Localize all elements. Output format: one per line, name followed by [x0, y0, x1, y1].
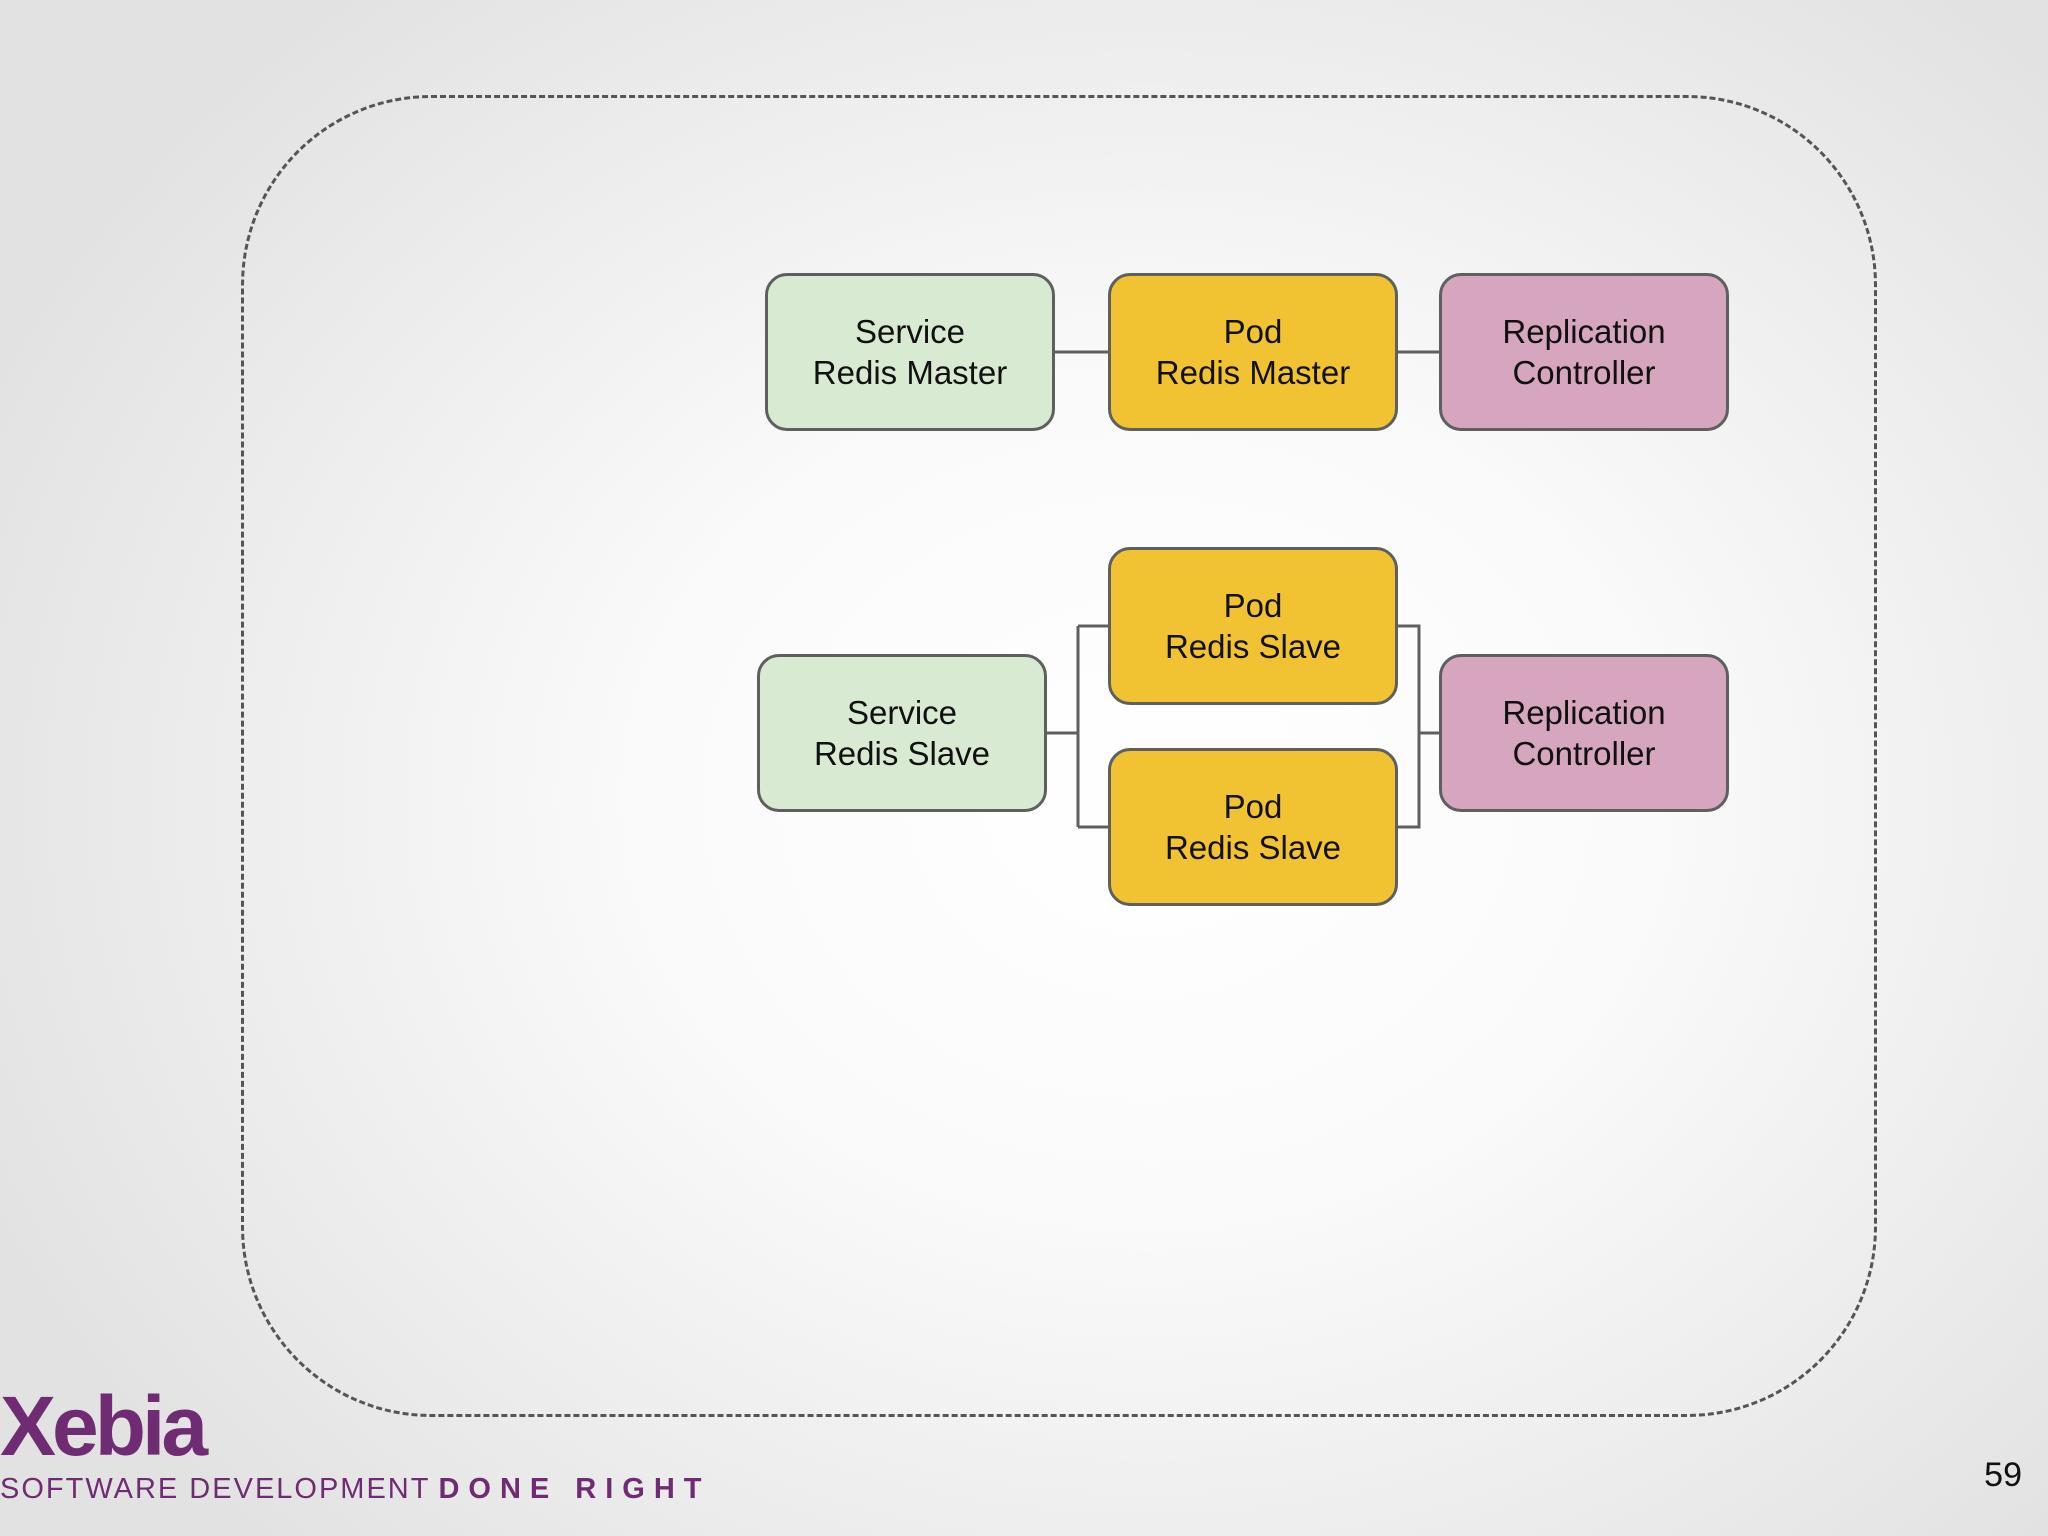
connector-pods-to-rc-slave: [1398, 624, 1439, 829]
node-label-line2: Redis Master: [812, 354, 1008, 391]
xebia-logo-mark: Xebia: [0, 1383, 213, 1465]
node-label-line2: Controller: [1512, 735, 1656, 772]
node-label-line2: Redis Slave: [1164, 829, 1342, 866]
page-number: 59: [1984, 1456, 2022, 1494]
tagline-bold: DONE RIGHT: [438, 1473, 711, 1505]
service-redis-master: Service Redis Master: [765, 273, 1055, 431]
pod-redis-slave-2: Pod Redis Slave: [1108, 748, 1398, 906]
node-label-line1: Replication: [1502, 313, 1666, 350]
node-label-line2: Redis Slave: [1164, 628, 1342, 665]
xebia-logo: Xebia: [0, 1383, 240, 1465]
node-label-line1: Pod: [1223, 313, 1283, 350]
node-label-line1: Pod: [1223, 788, 1283, 825]
tagline-regular: SOFTWARE DEVELOPMENT: [0, 1473, 431, 1505]
node-label-line2: Redis Master: [1155, 354, 1351, 391]
node-label-line1: Replication: [1502, 694, 1666, 731]
replication-controller-slave: Replication Controller: [1439, 654, 1729, 812]
replication-controller-master: Replication Controller: [1439, 273, 1729, 431]
pod-redis-slave-1: Pod Redis Slave: [1108, 547, 1398, 705]
node-label-line1: Pod: [1223, 587, 1283, 624]
node-label-line2: Redis Slave: [813, 735, 991, 772]
service-redis-slave: Service Redis Slave: [757, 654, 1047, 812]
node-label-line1: Service: [846, 694, 958, 731]
svg-text:Xebia: Xebia: [0, 1383, 209, 1465]
connector-service-slave-to-pods: [1047, 624, 1108, 829]
node-label-line1: Service: [854, 313, 966, 350]
pod-redis-master: Pod Redis Master: [1108, 273, 1398, 431]
cluster-boundary: [241, 95, 1877, 1417]
node-label-line2: Controller: [1512, 354, 1656, 391]
